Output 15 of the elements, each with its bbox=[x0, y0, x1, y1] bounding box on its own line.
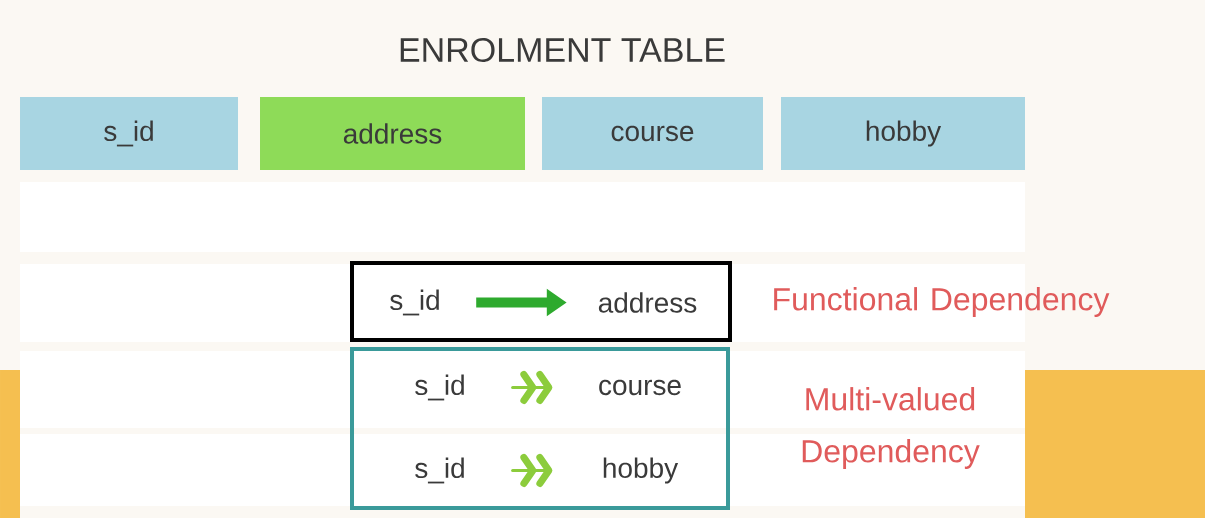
attribute-label: course bbox=[599, 379, 681, 396]
attribute-label: hobby bbox=[603, 457, 679, 484]
attribute-label: s_id bbox=[415, 457, 464, 484]
column-header: address bbox=[260, 97, 525, 170]
column-header: hobby bbox=[781, 97, 1025, 170]
dependency-label: Multi-valued Dependency bbox=[802, 387, 980, 469]
attribute-label: s_id bbox=[415, 374, 464, 401]
attribute-label: s_id bbox=[390, 289, 439, 316]
table-title: ENROLMENT TABLE bbox=[400, 37, 725, 63]
dependency-box bbox=[350, 347, 730, 510]
attribute-label: address bbox=[598, 292, 697, 313]
column-header: s_id bbox=[20, 97, 238, 170]
dependency-label: Functional Dependency bbox=[774, 287, 1110, 317]
dependency-box bbox=[350, 261, 732, 342]
column-header: course bbox=[542, 97, 763, 170]
